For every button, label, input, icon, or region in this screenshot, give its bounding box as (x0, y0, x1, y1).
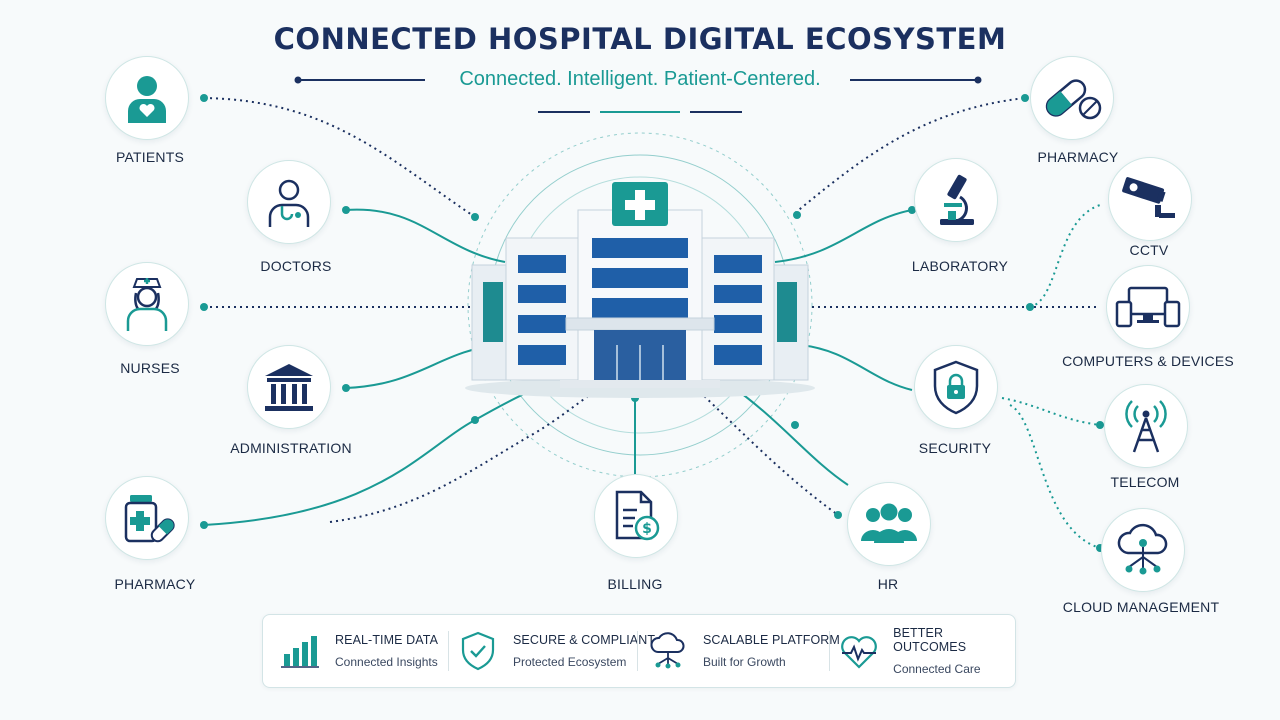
svg-text:$: $ (642, 521, 652, 537)
people-group-icon (861, 503, 917, 543)
node-administration (247, 345, 331, 429)
features-bar: REAL-TIME DATA Connected Insights SECURE… (262, 614, 1016, 688)
node-pharmacy-right (1030, 56, 1114, 140)
label-cctv: CCTV (1129, 242, 1169, 258)
feature-title: SCALABLE PLATFORM (703, 633, 840, 647)
cctv-camera-icon (1122, 177, 1175, 218)
connector-patients (203, 97, 476, 218)
shield-lock-icon (933, 360, 979, 415)
devices-icon (1115, 286, 1181, 328)
antenna-tower-icon (1125, 400, 1167, 453)
feature-subtitle: Connected Care (893, 662, 981, 676)
patient-heart-icon (128, 76, 166, 123)
page-subtitle: Connected. Intelligent. Patient-Centered… (459, 68, 821, 90)
label-doctors: DOCTORS (260, 258, 332, 274)
node-computers (1106, 265, 1190, 349)
heart-pulse-icon (841, 636, 877, 669)
node-pharmacy-left (105, 476, 189, 560)
label-billing: BILLING (607, 576, 663, 592)
label-hr: HR (877, 576, 899, 592)
feature-scalable-platform: SCALABLE PLATFORM Built for Growth (643, 615, 840, 687)
node-billing: $ (594, 474, 678, 558)
capsule-pill-icon (1045, 79, 1102, 120)
feature-subtitle: Built for Growth (703, 655, 786, 669)
invoice-dollar-icon: $ (615, 490, 660, 541)
node-security (914, 345, 998, 429)
subtitle-decoration (294, 76, 982, 113)
connector-pharmacy-right (794, 97, 1026, 214)
node-telecom (1104, 384, 1188, 468)
cloud-network-icon (1117, 523, 1168, 575)
node-cctv (1108, 157, 1192, 241)
label-computers: COMPUTERS & DEVICES (1062, 353, 1234, 369)
label-telecom: TELECOM (1110, 474, 1180, 490)
feature-real-time-data: REAL-TIME DATA Connected Insights (275, 615, 438, 687)
connector-cctv (1029, 204, 1101, 308)
connector-telecom (1001, 397, 1101, 426)
bar-chart-icon (281, 636, 319, 668)
connector-cloud (1009, 404, 1101, 549)
label-administration: ADMINISTRATION (230, 440, 352, 456)
connector-security (799, 344, 913, 391)
feature-subtitle: Protected Ecosystem (513, 655, 627, 669)
node-laboratory (914, 158, 998, 242)
microscope-icon (940, 174, 974, 225)
building-columns-icon (265, 364, 313, 411)
label-laboratory: LABORATORY (911, 258, 1009, 274)
label-cloud: CLOUD MANAGEMENT (1062, 599, 1220, 615)
nurse-icon (126, 278, 168, 331)
connector-hr (699, 391, 839, 516)
feature-better-outcomes: BETTER OUTCOMES Connected Care (835, 615, 1015, 687)
feature-title: BETTER OUTCOMES (893, 626, 967, 654)
label-pharmacy-left: PHARMACY (114, 576, 196, 592)
page-title: CONNECTED HOSPITAL DIGITAL ECOSYSTEM (273, 22, 1007, 56)
connector-laboratory (774, 209, 913, 263)
node-patients (105, 56, 189, 140)
doctor-stethoscope-icon (268, 179, 310, 227)
connector-pharmacy-left-dotted (329, 394, 591, 523)
shield-check-icon (461, 631, 495, 671)
feature-subtitle: Connected Insights (335, 655, 438, 669)
connector-hr-solid (729, 384, 849, 486)
feature-title: REAL-TIME DATA (335, 633, 439, 647)
feature-secure-compliant: SECURE & COMPLIANT Protected Ecosystem (453, 615, 655, 687)
node-nurses (105, 262, 189, 346)
label-security: SECURITY (918, 440, 992, 456)
node-hr (847, 482, 931, 566)
feature-title: SECURE & COMPLIANT (513, 633, 656, 647)
label-patients: PATIENTS (116, 149, 184, 165)
label-nurses: NURSES (120, 360, 180, 376)
label-pharmacy-right: PHARMACY (1037, 149, 1119, 165)
cloud-network-icon (650, 632, 685, 669)
hospital-building (465, 182, 815, 398)
connector-doctors (345, 208, 506, 263)
medicine-bottle-icon (124, 495, 175, 543)
node-cloud (1101, 508, 1185, 592)
node-doctors (247, 160, 331, 244)
